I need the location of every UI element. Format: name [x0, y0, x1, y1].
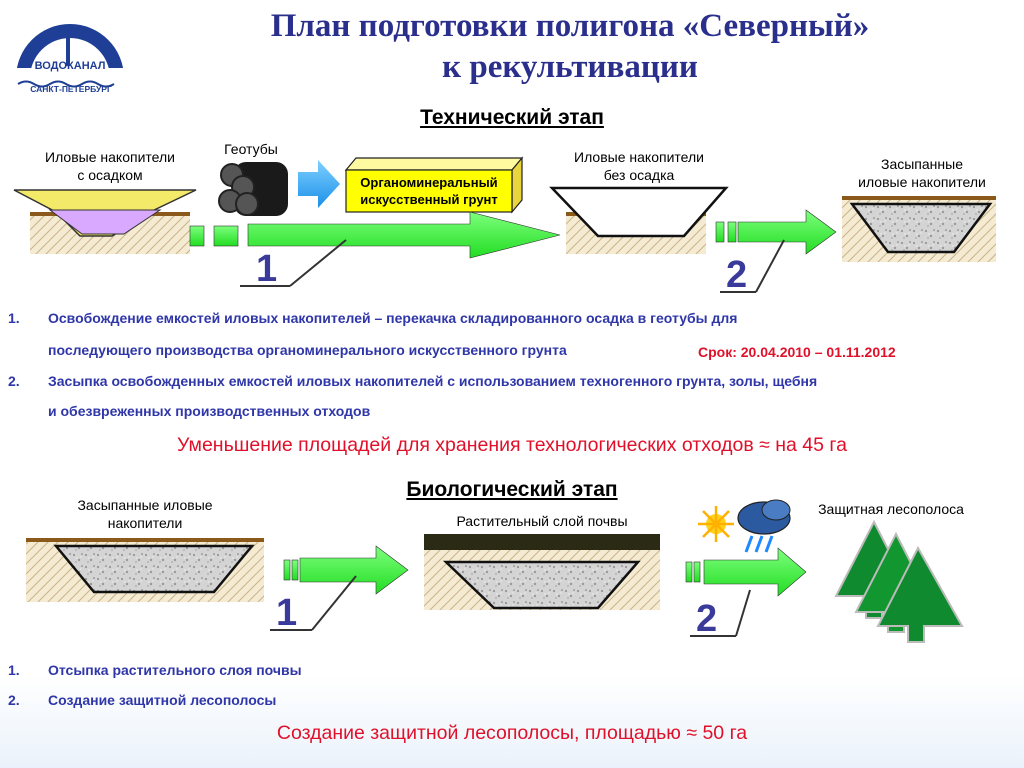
tech-item-1-line2: последующего производства органоминераль…: [48, 342, 567, 358]
tech-step1-slash: [289, 239, 347, 287]
bio-item-2-text: Создание защитной лесополосы: [48, 692, 277, 708]
label-forest-belt: Защитная лесополоса: [818, 501, 964, 517]
tech-connector-1: [189, 211, 561, 259]
organomineral-box-label: Органоминеральный искусственный грунт: [346, 174, 512, 208]
tech-item-2-line1: Засыпка освобожденных емкостей иловых на…: [48, 373, 818, 389]
bio-step2-slash: [735, 589, 751, 637]
label-line: Иловые накопители: [45, 149, 175, 165]
title-line-1: План подготовки полигона «Северный»: [270, 8, 870, 44]
tech-item-2-num: 2.: [8, 373, 20, 389]
tech-stage-heading: Технический этап: [420, 106, 604, 129]
deadline: Срок: 20.04.2010 – 01.11.2012: [698, 344, 896, 360]
bio-stage-heading: Биологический этап: [406, 478, 618, 501]
label-soil-layer: Растительный слой почвы: [456, 513, 628, 529]
label-line: Засыпанные: [881, 156, 963, 172]
label-line: Иловые накопители: [574, 149, 704, 165]
tech-connector-2: [715, 209, 837, 255]
label-line: Засыпанные иловые: [77, 497, 213, 513]
label-line: без осадка: [603, 167, 675, 183]
label-storage-sediment: Иловые накопители с осадком: [20, 148, 200, 184]
tech-step-1: 1: [256, 248, 278, 290]
organomineral-soil-box: [344, 156, 524, 214]
storage-with-soil-layer: [424, 534, 660, 610]
logo-brand: ВОДОКАНАЛ: [34, 60, 106, 72]
page-title: План подготовки полигона «Северный» к ре…: [210, 6, 930, 88]
bio-connector-2: [685, 547, 807, 597]
filled-storage-bio: [26, 538, 264, 602]
label-line: иловые накопители: [858, 174, 986, 190]
tech-item-2-line2: и обезвреженных производственных отходов: [48, 403, 371, 419]
label-storage-empty: Иловые накопители без осадка: [546, 148, 732, 184]
geotubes-icon: [218, 162, 288, 216]
label-filled-bio: Засыпанные иловые накопители: [40, 496, 250, 532]
bio-step-1: 1: [276, 592, 298, 634]
label-geotubes: Геотубы: [224, 141, 278, 157]
box-line: Органоминеральный: [360, 175, 498, 190]
blue-arrow: [298, 160, 340, 208]
title-line-2: к рекультивации: [442, 49, 698, 85]
forest-belt-trees: [834, 519, 964, 643]
storage-with-sediment: [13, 189, 197, 254]
tech-item-1-num: 1.: [8, 310, 20, 326]
sun-icon: [698, 506, 734, 542]
filled-storage-tech: [842, 196, 996, 262]
label-line: накопители: [107, 515, 183, 531]
storage-without-sediment: [549, 186, 729, 254]
bio-connector-1: [283, 545, 409, 595]
tech-step2-slash: [755, 239, 785, 293]
tech-step-2: 2: [726, 254, 748, 296]
bio-item-1-num: 1.: [8, 662, 20, 678]
bio-step-2: 2: [696, 598, 718, 640]
bio-step1-slash: [311, 575, 357, 631]
rain-cloud-icon: [737, 499, 791, 553]
label-line: с осадком: [77, 167, 143, 183]
tech-item-1-line1: Освобождение емкостей иловых накопителей…: [48, 310, 738, 326]
bio-item-1-text: Отсыпка растительного слоя почвы: [48, 662, 302, 678]
bio-result: Создание защитной лесополосы, площадью ≈…: [276, 722, 748, 744]
tech-result: Уменьшение площадей для хранения техноло…: [177, 434, 847, 456]
bio-item-2-num: 2.: [8, 692, 20, 708]
label-filled-tech: Засыпанные иловые накопители: [836, 155, 1008, 191]
box-line: искусственный грунт: [360, 192, 498, 207]
vodokanal-logo: [14, 24, 126, 88]
logo-city: САНКТ-ПЕТЕРБУРГ: [30, 84, 112, 94]
